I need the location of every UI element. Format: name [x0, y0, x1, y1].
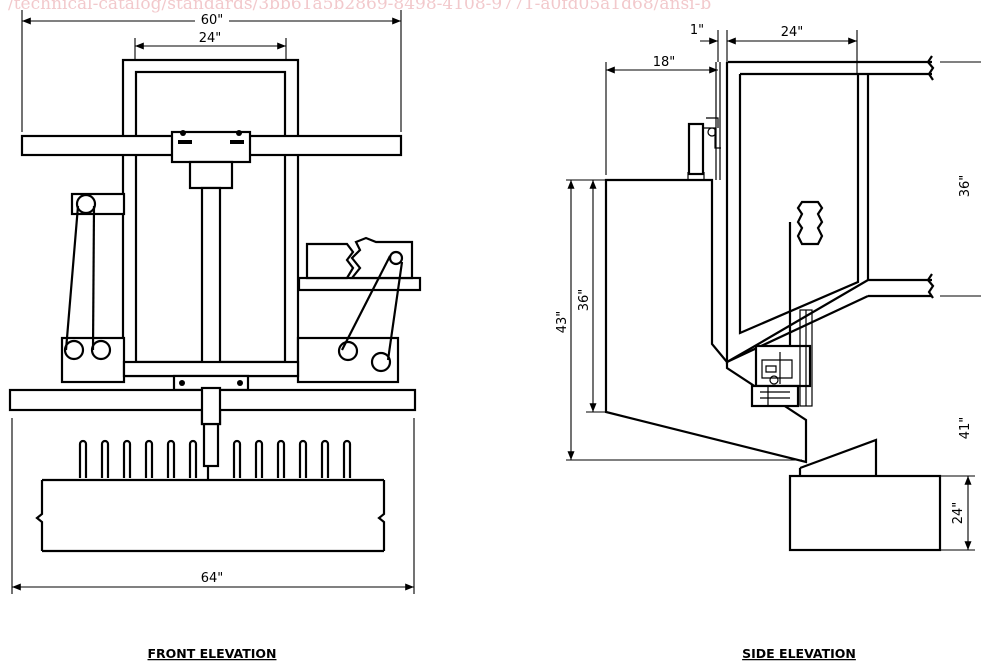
upper-cabinet-outline	[725, 60, 932, 364]
right-belt-outer	[341, 255, 391, 351]
bin-break-left	[35, 480, 44, 551]
clamp-bolt-left	[180, 130, 186, 136]
right-counterweight-a	[305, 242, 355, 280]
front-dim-24-label: 24"	[199, 31, 222, 46]
bin-break-right	[377, 480, 386, 551]
front-dim-64-label: 64"	[201, 571, 224, 586]
front-elevation: 60" 24"	[8, 10, 422, 661]
side-dim-36l-label: 36"	[577, 289, 592, 312]
tine	[298, 439, 308, 478]
right-upper-pulley	[388, 250, 404, 266]
clamp-slot-right	[230, 140, 244, 144]
clamp-plate	[170, 130, 252, 164]
left-belt-outer	[64, 205, 80, 351]
tine	[166, 439, 176, 478]
ram-block	[188, 160, 234, 190]
front-dim-60-bg	[195, 12, 229, 26]
lower-crosshead	[122, 360, 300, 378]
side-dim-41-label: 41"	[958, 417, 973, 440]
drive-gearbox	[750, 384, 800, 408]
left-lower-pulley-a	[63, 339, 85, 361]
tine	[276, 439, 286, 478]
mount-bracket-detail	[703, 117, 721, 149]
tine	[78, 439, 88, 478]
left-lower-pulley-b	[90, 339, 112, 361]
drive-gearbox-detail	[760, 386, 790, 406]
tine	[188, 439, 198, 478]
upper-break-top	[926, 55, 935, 81]
side-dim-1-label: 1"	[690, 23, 704, 38]
chute-outline	[604, 178, 808, 464]
upper-cabinet-inner	[738, 72, 932, 335]
clamp-slot-left	[178, 140, 192, 144]
drive-housing	[754, 344, 812, 388]
handle-grip	[796, 200, 824, 246]
tine-row	[78, 439, 352, 478]
tine	[144, 439, 154, 478]
watermark-text: /technical-catalog/standards/3bb61a5b286…	[8, 0, 711, 14]
tine	[100, 439, 110, 478]
right-platform	[297, 276, 422, 292]
side-dim-24-label: 24"	[781, 25, 804, 40]
side-dim-43-label: 43"	[555, 311, 570, 334]
side-dim-36r-label: 36"	[958, 175, 973, 198]
right-counterweight-b	[349, 236, 414, 280]
side-dim-24b-label: 24"	[951, 502, 966, 525]
tine	[254, 439, 264, 478]
mount-bracket	[687, 122, 705, 176]
clamp-bolt-right	[236, 130, 242, 136]
bin-wedge	[799, 438, 878, 476]
drive-detail	[761, 352, 793, 385]
tine	[122, 439, 132, 478]
bin-base	[788, 474, 942, 552]
side-dim-18-label: 18"	[653, 55, 676, 70]
side-elevation: 1" 24" 18" 36"	[555, 23, 981, 661]
left-belt-inner	[91, 205, 96, 351]
front-elevation-caption: FRONT ELEVATION	[148, 646, 277, 661]
left-upper-pulley	[75, 193, 97, 215]
ram-through-beam	[200, 386, 222, 426]
upper-break-bottom	[926, 273, 935, 299]
tine	[342, 439, 352, 478]
front-dim-60-label: 60"	[201, 13, 224, 28]
ram-tip	[202, 422, 220, 468]
tine	[320, 439, 330, 478]
lower-bolt-right	[237, 380, 243, 386]
right-lower-pulley-b	[370, 351, 392, 373]
upper-cabinet-slope	[726, 295, 869, 363]
right-lower-pulley-a	[337, 340, 359, 362]
right-belt-inner	[386, 261, 404, 361]
tine	[232, 439, 242, 478]
lower-bolt-left	[179, 380, 185, 386]
side-elevation-caption: SIDE ELEVATION	[742, 646, 856, 661]
